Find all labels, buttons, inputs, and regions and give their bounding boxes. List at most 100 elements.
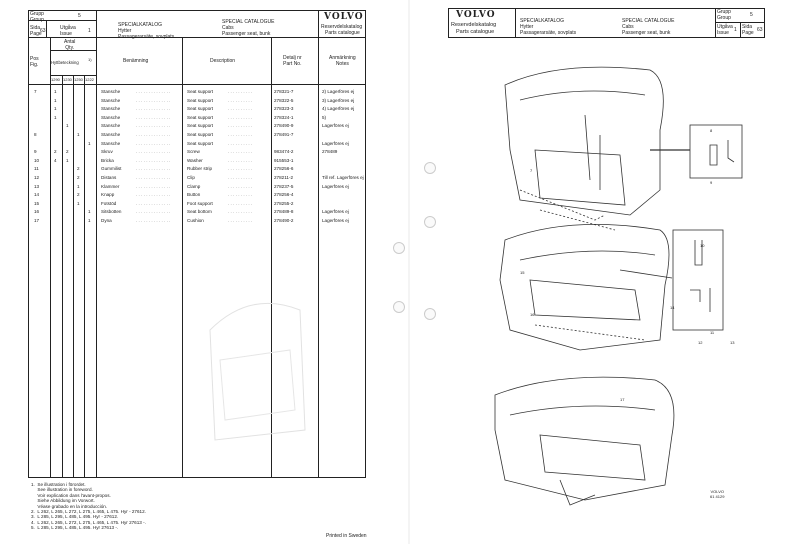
- leader-dots: . . . . . . . . . . . . . .: [136, 149, 171, 155]
- leader-dots: . . . . . . . . . . . . . .: [136, 200, 171, 206]
- part-number-cell: 278490-9: [274, 123, 294, 129]
- name-en-cell: Rubber strip: [187, 166, 213, 172]
- leader-dots: . . . . . . . . . . . . . .: [136, 106, 171, 112]
- page-value: 63: [757, 27, 763, 33]
- punch-hole: [424, 162, 436, 174]
- printed-in-sweden: Printed in Sweden: [326, 533, 367, 539]
- name-en-cell: Seat support: [187, 97, 214, 103]
- qty-cell: 2: [77, 192, 80, 198]
- footnote-line: 5. L 285, L 295, L 485, L 495. Hyr 27613…: [31, 525, 119, 531]
- page-label: Sida Page: [30, 25, 42, 37]
- pos-cell: 16: [34, 209, 40, 215]
- right-header: [448, 8, 765, 38]
- qty-cell: 1: [88, 140, 91, 146]
- part-number-cell: 278324-1: [274, 114, 294, 120]
- leader-dots: . . . . . . . . . . . . . .: [136, 183, 171, 189]
- part-number-cell: 278490-2: [274, 218, 294, 223]
- footnote-line: Voir explication dans l'avant-propos.: [31, 492, 111, 498]
- page-label: Sida Page: [742, 24, 754, 36]
- notes-cell: Lagerföres ej: [322, 123, 349, 129]
- issue-value: 1: [88, 28, 91, 34]
- col-qty: Antal Qty.: [64, 39, 76, 51]
- footnote-line: 2. L 262, L 265, L 272, L 275, L 465, L …: [31, 509, 146, 515]
- leader-dots: . . . . . . . . . . . . . .: [136, 123, 171, 129]
- part-number-cell: 278489-8: [274, 209, 294, 215]
- group-label: Grupp Group: [30, 11, 44, 23]
- catalog-title-en: SPECIAL CATALOGUE Cabs Passenger seat, b…: [622, 18, 675, 36]
- part-number-cell: 278237-5: [274, 183, 294, 189]
- leader-dots: . . . . . . . . . . . . . .: [136, 175, 171, 180]
- qty-cell: 1: [54, 114, 57, 120]
- notes-cell: Lagerföres ej: [322, 218, 349, 223]
- notes-cell: 4) Lagerföres ej: [322, 106, 355, 112]
- diagram-callout: 10: [700, 243, 705, 248]
- diagram-callout: 13: [730, 340, 735, 345]
- pos-cell: 7: [34, 89, 37, 94]
- part-number-cell: 278256-4: [274, 192, 294, 198]
- col-name-sv: Benämning: [123, 58, 149, 64]
- leader-dots: . . . . . . . . . .: [228, 97, 253, 103]
- cab-diagram-bottom: [494, 376, 675, 506]
- name-en-cell: Seat support: [187, 123, 214, 129]
- col-model: Hyttbeteckning: [51, 60, 79, 65]
- issue-label: Utgåva Issue: [60, 25, 76, 37]
- leader-dots: . . . . . . . . . .: [228, 140, 253, 146]
- leader-dots: . . . . . . . . . .: [228, 89, 253, 94]
- qty-cell: 1: [88, 209, 91, 215]
- part-number-cell: 278491-7: [274, 132, 294, 137]
- leader-dots: . . . . . . . . . . . . . .: [136, 89, 171, 94]
- pos-cell: 15: [34, 200, 40, 206]
- name-sv-cell: Klammer: [101, 183, 120, 189]
- name-sv-cell: Skruv: [101, 149, 113, 155]
- leader-dots: . . . . . . . . . .: [228, 149, 253, 155]
- pos-cell: 9: [34, 149, 37, 155]
- footnote-line: 3. L 285, L 295, L 485, L 495. Hyr - 276…: [31, 514, 119, 520]
- col-notes: Anmärkning Notes: [329, 55, 356, 67]
- footnotes: 1. Se illustration i förordet. See illus…: [31, 482, 146, 531]
- faint-bleedthrough-drawing: [209, 302, 306, 441]
- leader-dots: . . . . . . . . . .: [228, 192, 253, 198]
- group-value: 5: [750, 12, 753, 18]
- part-number-cell: 915553-1: [274, 157, 294, 163]
- name-sv-cell: Distans: [101, 175, 117, 180]
- pos-cell: 13: [34, 183, 40, 189]
- diagram-callout: 14: [670, 305, 675, 310]
- notes-cell: 278489: [322, 149, 338, 155]
- col-pos: Pos Fig.: [30, 56, 39, 68]
- notes-cell: Lagerföres ej: [322, 183, 349, 189]
- left-catalog-page: Grupp Group 5 Sida Page 63 Utgåva Issue …: [0, 0, 408, 544]
- leader-dots: . . . . . . . . . .: [228, 200, 253, 206]
- name-sv-cell: Dyna: [101, 218, 112, 223]
- col-name-en: Description: [210, 58, 236, 64]
- diagram-callout: 7: [530, 168, 533, 173]
- part-number-cell: 278256-6: [274, 166, 294, 172]
- footnote-line: 4. L 262, L 265, L 272, L 275, L 465, L …: [31, 519, 146, 525]
- model-column-header: 1250: [74, 77, 83, 82]
- detail-box-middle: [672, 229, 724, 331]
- qty-cell: 2: [66, 149, 69, 155]
- name-sv-cell: Knapp: [101, 192, 115, 198]
- qty-cell: 1: [66, 123, 69, 129]
- diagram-callout: 11: [710, 330, 715, 335]
- name-en-cell: Seat support: [187, 106, 214, 112]
- punch-hole: [393, 242, 405, 254]
- leader-dots: . . . . . . . . . . . . . .: [136, 97, 171, 103]
- notes-cell: 5): [322, 114, 327, 120]
- footnote-line: Véase grabado en la introducción.: [31, 503, 108, 509]
- leader-dots: . . . . . . . . . . . . . .: [136, 166, 171, 172]
- qty-cell: 1: [88, 218, 91, 223]
- name-sv-cell: Stansche: [101, 123, 121, 129]
- pos-cell: 10: [34, 157, 40, 163]
- cab-diagram-top: [504, 66, 690, 231]
- qty-cell: 2: [77, 175, 80, 180]
- pos-cell: 14: [34, 192, 40, 198]
- catalog-title-en: SPECIAL CATALOGUE Cabs Passenger seat, b…: [222, 19, 275, 37]
